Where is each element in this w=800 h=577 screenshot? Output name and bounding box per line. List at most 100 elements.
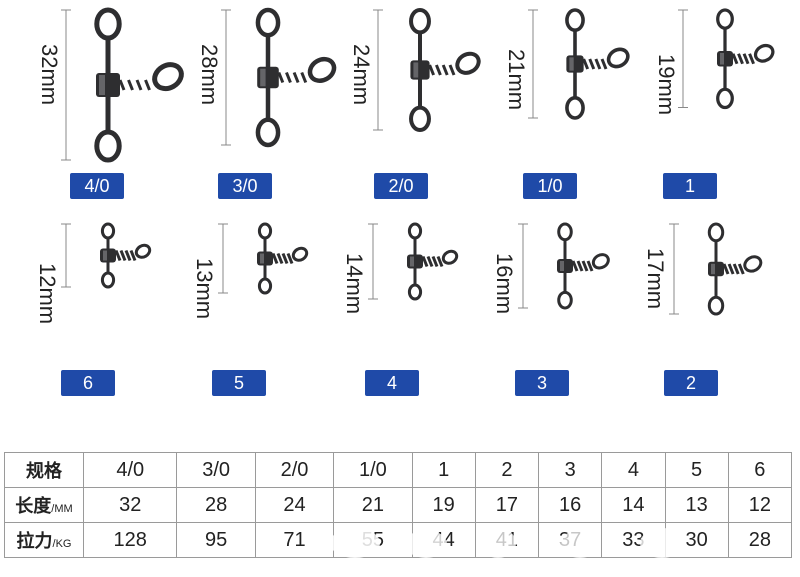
barrel: [717, 50, 733, 67]
bottom-eye: [257, 277, 273, 295]
table-cell: 3/0: [176, 452, 256, 488]
bottom-eye: [94, 129, 122, 163]
coil-wire: [582, 58, 590, 70]
coil-wire: [277, 71, 285, 84]
size-badge: 1: [663, 173, 717, 199]
swivel-image: [61, 7, 184, 163]
size-badge: 4: [365, 370, 419, 396]
size-badge: 5: [212, 370, 266, 396]
coil-wire: [281, 252, 289, 265]
coil-wire: [727, 263, 735, 275]
table-cell: 14: [601, 487, 666, 523]
watermark-smudge: [405, 530, 447, 558]
barrel-highlight: [410, 256, 414, 267]
top-eye: [407, 222, 423, 240]
swivel-cell-6: 12mm 6: [28, 218, 178, 398]
barrel: [100, 248, 116, 263]
bottom-eye: [716, 87, 734, 110]
table-cell: 128: [82, 522, 178, 558]
size-badge: 6: [61, 370, 115, 396]
coil-wire: [737, 263, 745, 275]
coil-wire: [594, 58, 602, 70]
top-eye: [257, 222, 273, 240]
length-label: 32mm: [37, 44, 62, 106]
row-header: 长度/MM: [4, 487, 84, 523]
coil-wire: [124, 249, 132, 262]
side-eye: [455, 51, 481, 75]
coil-wire: [748, 53, 755, 65]
watermark-smudge: [560, 530, 600, 558]
barrel-highlight: [103, 250, 107, 261]
swivel-cell-4-0: 32mm 4/0: [28, 4, 184, 199]
coil-wire: [431, 255, 439, 268]
swivel-shape: [678, 8, 775, 110]
bottom-eye: [100, 271, 116, 289]
coil-wire: [426, 255, 434, 268]
swivel-image: [61, 222, 152, 289]
swivel-cell-1: 19mm 1: [645, 4, 795, 199]
coil-wire: [436, 255, 444, 268]
side-eye: [291, 246, 309, 262]
coil-wire: [732, 263, 740, 275]
swivel-image: [528, 8, 630, 120]
watermark-smudge: [640, 528, 684, 558]
table-cell: 28: [176, 487, 256, 523]
table-cell: 95: [176, 522, 256, 558]
coil-wire: [271, 252, 279, 265]
bottom-eye: [557, 290, 573, 310]
length-label: 13mm: [192, 258, 217, 320]
coil-wire: [118, 79, 126, 91]
coil-wire: [127, 79, 134, 91]
barrel: [410, 60, 430, 80]
coil-wire: [285, 71, 292, 84]
table-cell: 19: [411, 487, 476, 523]
swivel-shape: [61, 222, 152, 289]
coil-wire: [588, 58, 596, 70]
length-label: 28mm: [197, 44, 222, 106]
table-cell: 12: [727, 487, 793, 523]
swivel-image: [221, 7, 337, 148]
swivel-image: [218, 222, 309, 295]
table-cell: 3: [538, 452, 603, 488]
side-eye: [152, 62, 184, 92]
row-label: 拉力: [16, 531, 53, 551]
top-eye: [707, 222, 725, 243]
coil-wire: [581, 260, 589, 272]
barrel-highlight: [720, 52, 724, 65]
bottom-eye: [565, 96, 585, 120]
barrel: [257, 251, 273, 266]
table-cell: 28: [727, 522, 793, 558]
swivel-shape: [61, 7, 184, 163]
coil-wire: [731, 53, 739, 65]
swivel-image: [669, 222, 763, 316]
watermark-smudge: [330, 528, 380, 558]
side-eye: [591, 253, 610, 270]
swivel-cell-3-0: 28mm 3/0: [188, 4, 338, 199]
swivel-image: [678, 8, 775, 110]
side-eye: [134, 243, 152, 259]
swivel-image: [518, 222, 610, 310]
row-label: 长度: [15, 496, 52, 516]
coil-wire: [441, 64, 449, 76]
barrel-highlight: [711, 263, 715, 275]
table-cell: 1: [411, 452, 476, 488]
coil-wire: [571, 260, 579, 272]
watermark-smudge: [480, 528, 516, 558]
length-label: 12mm: [35, 263, 60, 325]
coil-wire: [428, 64, 435, 76]
coil-wire: [448, 64, 456, 76]
size-badge: 3: [515, 370, 569, 396]
length-label: 16mm: [492, 253, 517, 315]
top-eye: [255, 7, 281, 38]
size-badge: 3/0: [218, 173, 272, 199]
coil-wire: [144, 79, 151, 91]
barrel-highlight: [569, 57, 574, 71]
coil-wire: [300, 71, 308, 84]
coil-wire: [435, 64, 442, 76]
side-eye: [307, 56, 337, 83]
coil-wire: [114, 249, 122, 262]
length-label: 19mm: [654, 54, 679, 116]
table-cell: 4/0: [82, 452, 178, 488]
